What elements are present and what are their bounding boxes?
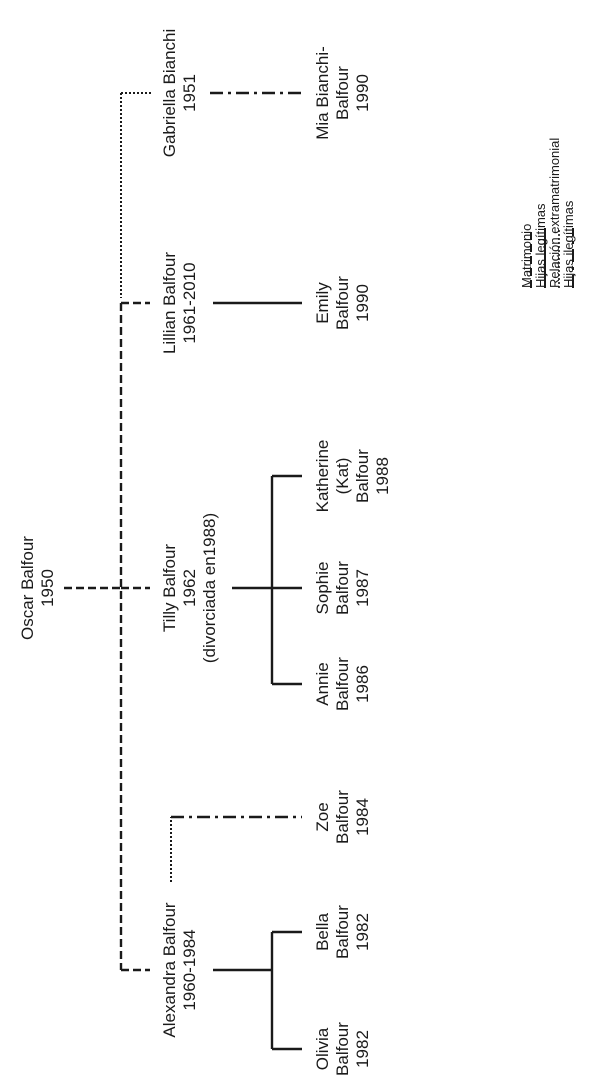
svg-text:Balfour: Balfour bbox=[333, 66, 352, 120]
svg-text:1990: 1990 bbox=[353, 74, 372, 112]
legend-item-affair: Relación extramatrimonial bbox=[547, 138, 562, 288]
legend: Matrimonio Hijas legítimas Relación extr… bbox=[519, 138, 576, 288]
svg-text:Zoe: Zoe bbox=[313, 802, 332, 831]
svg-text:Tilly Balfour: Tilly Balfour bbox=[160, 544, 179, 633]
svg-text:Balfour: Balfour bbox=[333, 561, 352, 615]
svg-text:1951: 1951 bbox=[180, 74, 199, 112]
node-annie: Annie Balfour 1986 bbox=[313, 657, 372, 711]
node-mia: Mia Bianchi- Balfour 1990 bbox=[313, 46, 372, 140]
svg-text:Bella: Bella bbox=[313, 913, 332, 951]
svg-text:1987: 1987 bbox=[353, 569, 372, 607]
svg-text:1950: 1950 bbox=[38, 569, 57, 607]
legend-item-marriage: Matrimonio bbox=[519, 224, 534, 288]
svg-text:Balfour: Balfour bbox=[333, 657, 352, 711]
svg-text:Balfour: Balfour bbox=[333, 1022, 352, 1076]
node-oscar: Oscar Balfour 1950 bbox=[18, 536, 57, 640]
node-sophie: Sophie Balfour 1987 bbox=[313, 561, 372, 615]
svg-text:Mia Bianchi-: Mia Bianchi- bbox=[313, 46, 332, 140]
svg-text:Balfour: Balfour bbox=[333, 790, 352, 844]
svg-text:1960-1984: 1960-1984 bbox=[180, 929, 199, 1010]
legend-item-legitimate: Hijas legítimas bbox=[533, 203, 548, 288]
svg-text:Sophie: Sophie bbox=[313, 562, 332, 615]
legend-item-illegitimate: Hijas ilegítimas bbox=[561, 200, 576, 288]
svg-text:1961-2010: 1961-2010 bbox=[180, 262, 199, 343]
svg-text:1986: 1986 bbox=[353, 665, 372, 703]
svg-text:1988: 1988 bbox=[373, 457, 392, 495]
svg-text:Alexandra Balfour: Alexandra Balfour bbox=[160, 902, 179, 1037]
node-gabriella: Gabriella Bianchi 1951 bbox=[160, 29, 199, 158]
node-lillian: Lillian Balfour 1961-2010 bbox=[160, 252, 199, 354]
svg-text:(Kat): (Kat) bbox=[333, 458, 352, 495]
svg-text:1984: 1984 bbox=[353, 798, 372, 836]
svg-text:1982: 1982 bbox=[353, 1030, 372, 1068]
svg-text:(divorciada en1988): (divorciada en1988) bbox=[200, 513, 219, 663]
node-alexandra: Alexandra Balfour 1960-1984 bbox=[160, 902, 199, 1037]
node-olivia: Olivia Balfour 1982 bbox=[313, 1022, 372, 1076]
svg-text:1990: 1990 bbox=[353, 284, 372, 322]
svg-text:Oscar Balfour: Oscar Balfour bbox=[18, 536, 37, 640]
svg-text:1982: 1982 bbox=[353, 913, 372, 951]
svg-text:Balfour: Balfour bbox=[353, 449, 372, 503]
node-tilly: Tilly Balfour 1962 (divorciada en1988) bbox=[160, 513, 219, 663]
svg-text:Annie: Annie bbox=[313, 662, 332, 705]
node-katherine: Katherine (Kat) Balfour 1988 bbox=[313, 440, 392, 513]
svg-text:1962: 1962 bbox=[180, 569, 199, 607]
legend-label-illegitimate: Hijas ilegítimas bbox=[561, 200, 576, 288]
svg-text:Gabriella Bianchi: Gabriella Bianchi bbox=[160, 29, 179, 158]
svg-text:Emily: Emily bbox=[313, 282, 332, 324]
node-emily: Emily Balfour 1990 bbox=[313, 276, 372, 330]
svg-text:Balfour: Balfour bbox=[333, 276, 352, 330]
node-bella: Bella Balfour 1982 bbox=[313, 905, 372, 959]
svg-text:Balfour: Balfour bbox=[333, 905, 352, 959]
svg-text:Olivia: Olivia bbox=[313, 1027, 332, 1070]
legend-label-affair: Relación extramatrimonial bbox=[547, 138, 562, 288]
node-zoe: Zoe Balfour 1984 bbox=[313, 790, 372, 844]
svg-text:Lillian Balfour: Lillian Balfour bbox=[160, 252, 179, 354]
svg-text:Katherine: Katherine bbox=[313, 440, 332, 513]
